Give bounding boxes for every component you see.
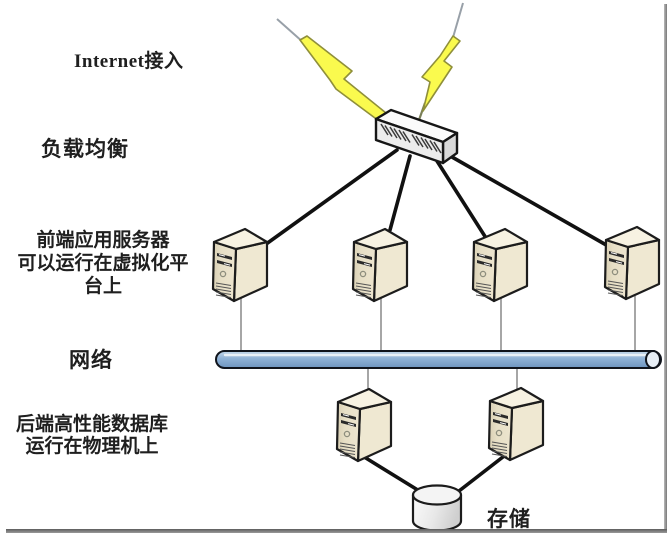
connection-line (388, 154, 412, 232)
frontend-server-4-icon (603, 225, 661, 301)
lightning-bolt-right-icon (417, 2, 464, 121)
backend-database-label: 后端高性能数据库 运行在物理机上 (12, 414, 172, 458)
frontend-label-line2: 可以运行在虚拟化平 (17, 253, 189, 274)
connection-line (457, 451, 510, 493)
internet-access-label: Internet接入 (74, 51, 184, 72)
frontend-server-3-icon (471, 227, 529, 303)
frontend-label-line1: 前端应用服务器 (36, 230, 170, 251)
frontend-servers-label: 前端应用服务器 可以运行在虚拟化平 台上 (8, 229, 198, 298)
connection-line (450, 155, 610, 248)
storage-cylinder-icon (411, 484, 463, 532)
network-bus (215, 350, 662, 369)
load-balancer-switch-icon (374, 108, 459, 165)
frame-border-bottom (6, 529, 667, 533)
storage-label: 存储 (487, 507, 531, 531)
frontend-server-1-icon (211, 227, 269, 303)
backend-label-line1: 后端高性能数据库 (15, 414, 168, 435)
frontend-label-line3: 台上 (83, 276, 122, 297)
frame-border-right (664, 4, 667, 532)
frontend-server-2-icon (351, 227, 409, 303)
storage-link-lines (359, 451, 510, 494)
lightning-bolt-left-icon (276, 18, 387, 122)
backend-label-line2: 运行在物理机上 (25, 436, 159, 457)
pipe-end-cap (645, 350, 661, 369)
connection-line (260, 148, 399, 249)
load-balancing-label: 负载均衡 (41, 137, 129, 161)
backend-server-2-icon (487, 386, 545, 462)
connection-line (359, 453, 423, 494)
network-label: 网络 (69, 348, 113, 372)
frontend-drop-lines (240, 296, 636, 390)
switch-downlink-lines (260, 148, 610, 249)
connection-line (435, 159, 488, 240)
backend-server-1-icon (335, 387, 393, 463)
